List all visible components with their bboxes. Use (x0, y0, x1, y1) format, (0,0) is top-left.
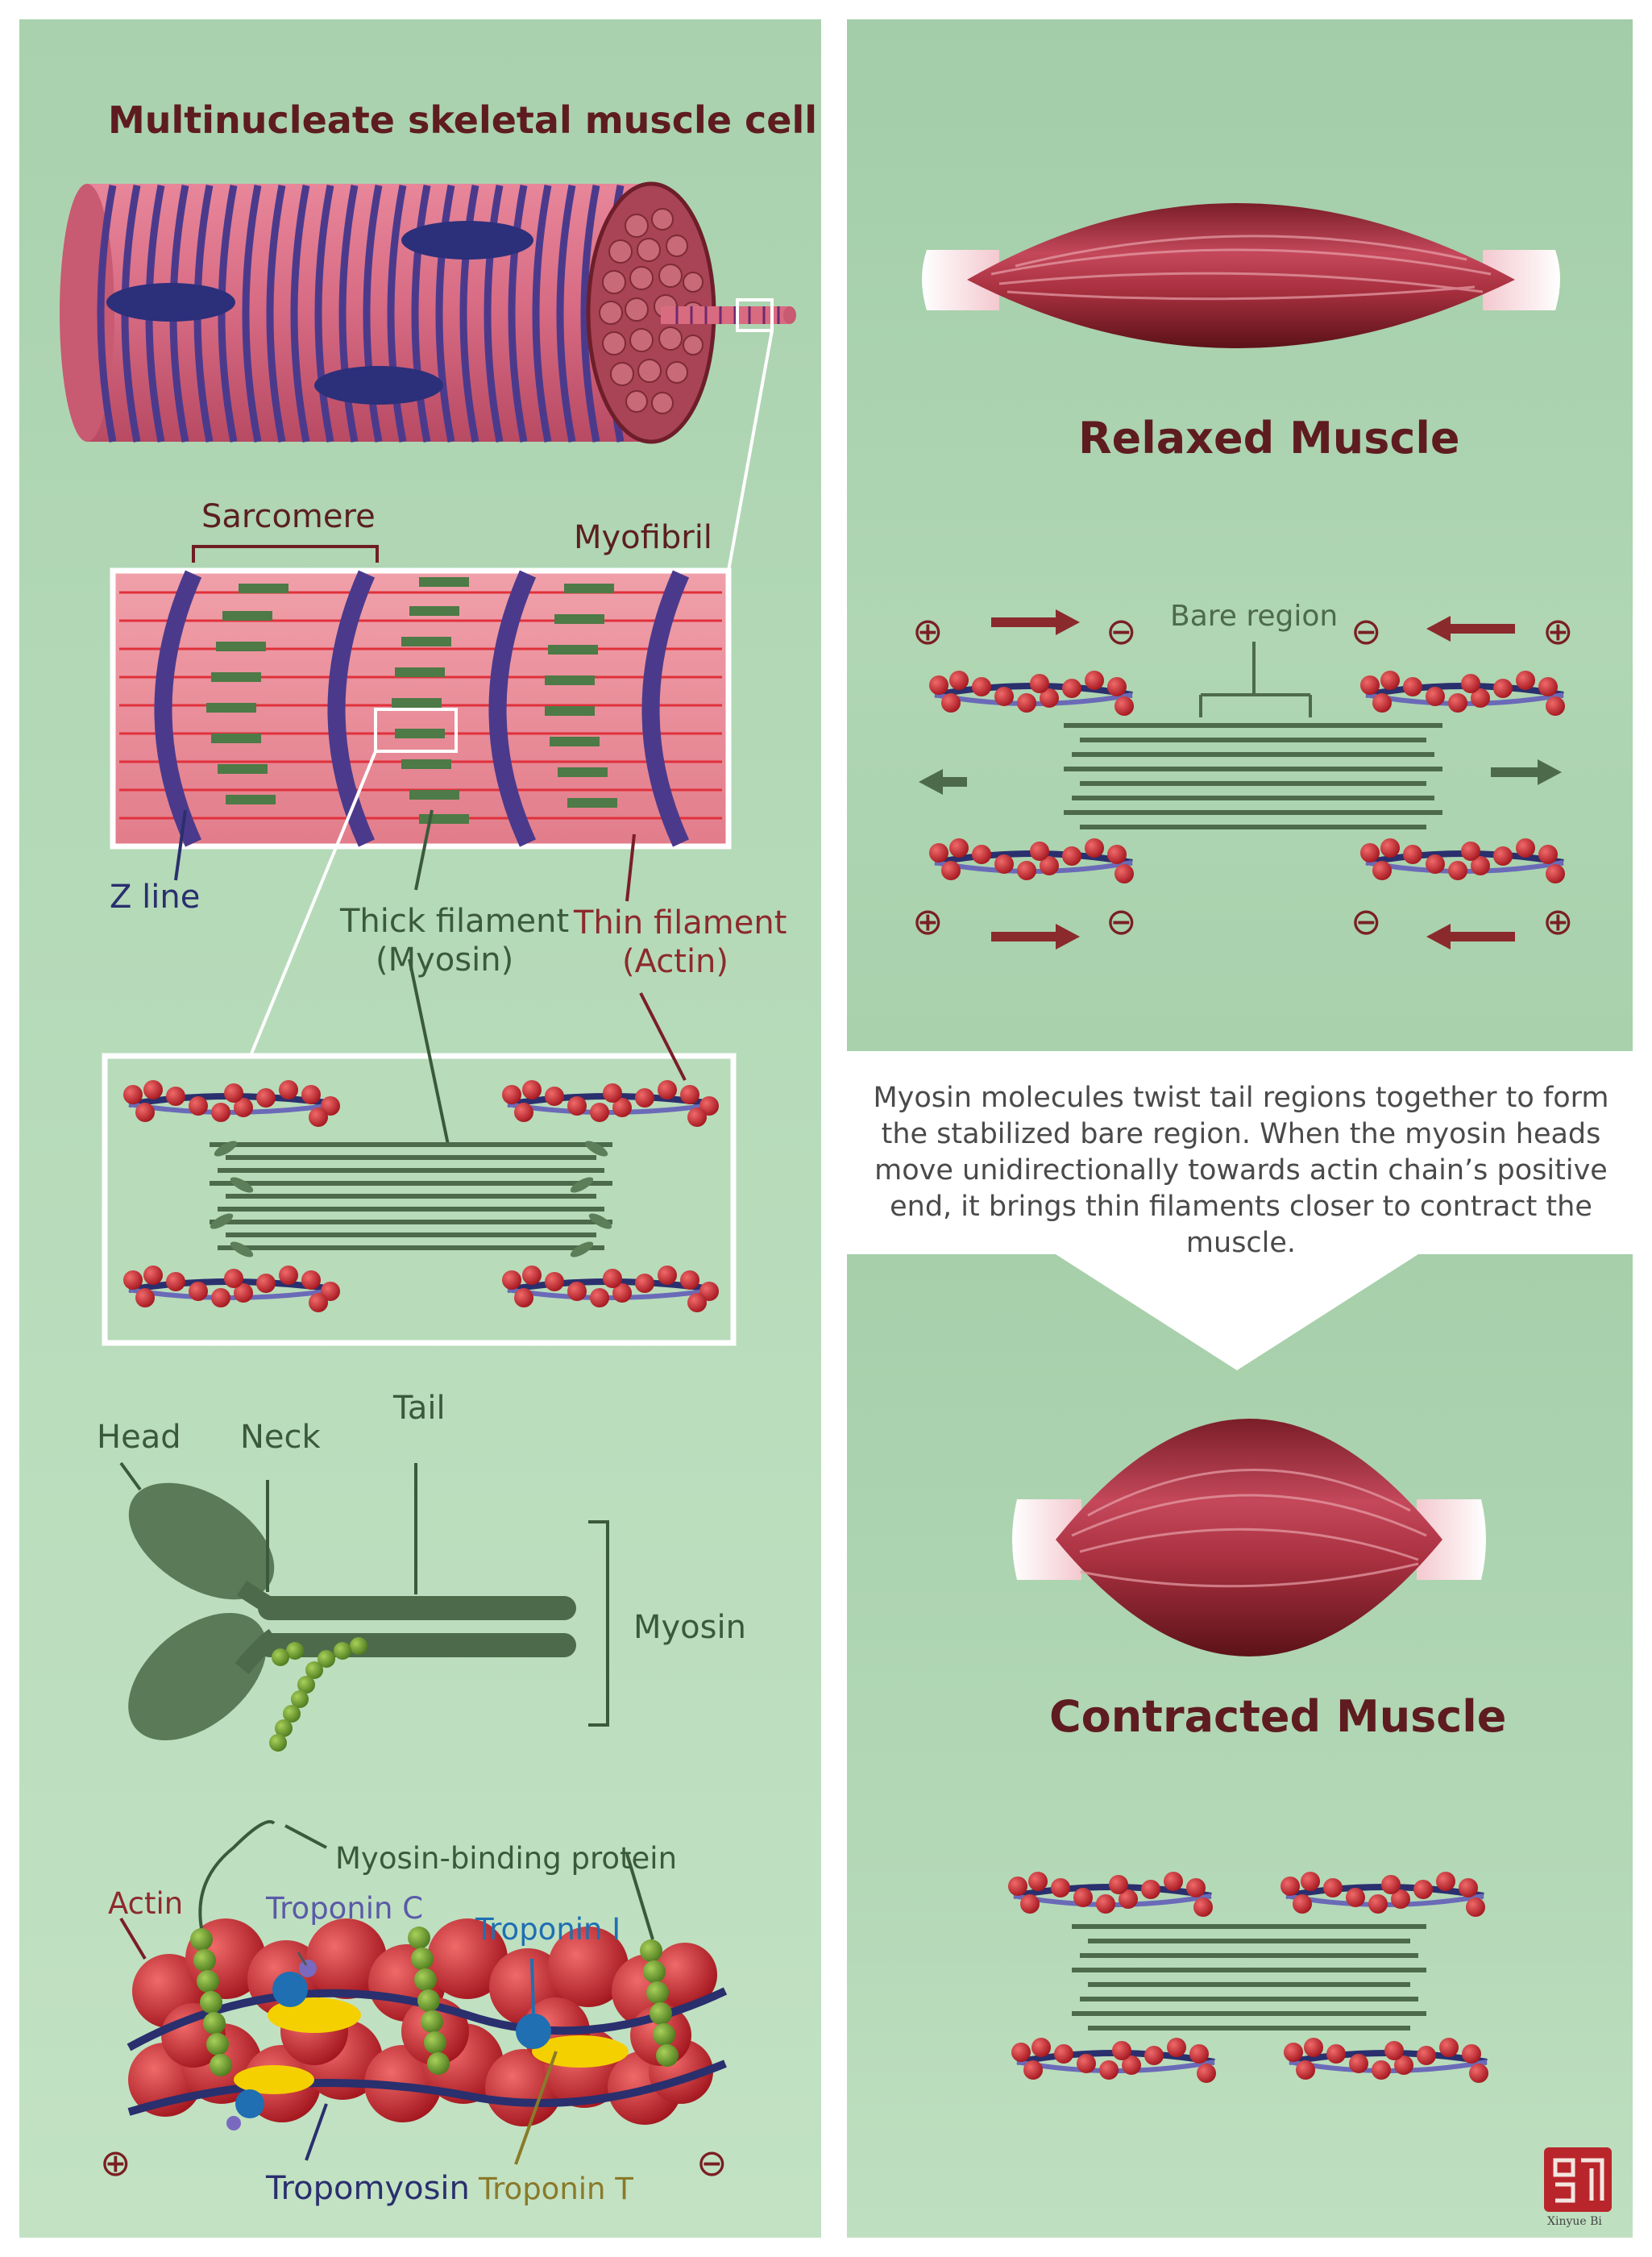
nucleus (314, 366, 443, 405)
plus-end-icon: ⊕ (912, 609, 944, 653)
cell-title: Multinucleate skeletal muscle cell (108, 98, 818, 142)
relaxed-arrows (919, 609, 1562, 950)
pointer-notch (1056, 1254, 1418, 1370)
myosin-molecule-illustration (119, 1461, 609, 1752)
thin-filament-label: Thin filament (574, 904, 787, 941)
myosin-head-upper (128, 1482, 275, 1600)
myofibril-label: Myofibril (574, 519, 712, 556)
thin-filament-sub-label: (Actin) (622, 943, 729, 980)
thick-filament-label: Thick filament (340, 903, 570, 940)
plus-end-icon: ⊕ (1542, 609, 1574, 653)
zoom-myosin-heads (210, 1141, 612, 1257)
plus-end-icon: ⊕ (100, 2141, 131, 2184)
cross-section-myofibrils (599, 208, 704, 414)
troponin-i-label: Troponin I (475, 1912, 621, 1947)
neck-label: Neck (240, 1419, 321, 1456)
myofibril-illustration (110, 545, 732, 1058)
thick-filament-sub-label: (Myosin) (376, 941, 514, 979)
thick-filament-bars (206, 577, 617, 824)
signature-text: Xinyue Bi (1547, 2215, 1602, 2228)
zoom-box-myofibril (374, 708, 458, 753)
tropomyosin-strand (127, 1987, 728, 2051)
zoom-actin-filaments (123, 1080, 719, 1312)
minus-end-icon: ⊖ (1351, 900, 1382, 943)
thin-filament-detail-illustration (119, 1820, 728, 2165)
bare-region-bracket (1199, 642, 1312, 717)
tail-label: Tail (393, 1390, 446, 1427)
nucleus (106, 283, 235, 322)
contracted-sarcomere-illustration (1008, 1872, 1488, 2083)
relaxed-muscle-title: Relaxed Muscle (1078, 413, 1460, 463)
right-top-panel (847, 19, 1633, 1051)
zoom-thick-filaments (210, 1142, 612, 1250)
contracted-actin-filaments (1008, 1872, 1488, 2083)
explanation-text: Myosin molecules twist tail regions toge… (873, 1082, 1609, 1259)
signature-seal-logo (1544, 2147, 1612, 2212)
sarcomere-bracket (192, 545, 379, 563)
cell-striations (97, 185, 625, 443)
minus-end-icon: ⊖ (1106, 900, 1137, 943)
troponin-c-ball (272, 1972, 308, 2007)
tropomyosin-label: Tropomyosin (266, 2170, 470, 2207)
right-bottom-panel (847, 1254, 1633, 2238)
plus-end-icon: ⊕ (1542, 900, 1574, 943)
minus-end-icon: ⊖ (1351, 609, 1382, 653)
nucleus (401, 221, 533, 260)
minus-end-icon: ⊖ (696, 2141, 728, 2184)
zoom-box-cell (736, 298, 774, 332)
contracted-muscle-illustration (1012, 1419, 1486, 1656)
myosin-label: Myosin (633, 1609, 746, 1646)
myosin-head-lower (128, 1612, 267, 1741)
head-label: Head (97, 1419, 181, 1456)
troponin-t-label: Troponin T (479, 2172, 633, 2206)
plus-end-icon: ⊕ (912, 900, 944, 943)
relaxed-thick-filaments (1064, 723, 1442, 829)
minus-end-icon: ⊖ (1106, 609, 1137, 653)
relaxed-sarcomere-illustration (919, 609, 1565, 950)
myosin-light-chain-beads (269, 1637, 367, 1752)
z-line-bands (154, 570, 690, 847)
sarcomere-zoom-illustration (102, 958, 737, 1346)
bare-region-label: Bare region (1170, 600, 1339, 633)
muscle-cell-illustration (60, 181, 796, 572)
troponin-i-ball (516, 2014, 551, 2049)
relaxed-actin-filaments (929, 671, 1565, 883)
myosin-binding-protein-label: Myosin-binding protein (335, 1841, 678, 1876)
myosin-binding-protein-beads (190, 1927, 679, 2076)
troponin-c-label: Troponin C (266, 1891, 424, 1926)
z-line-label: Z line (110, 879, 201, 916)
relaxed-muscle-illustration (922, 203, 1560, 348)
sarcomere-label: Sarcomere (201, 498, 376, 535)
actin-label: Actin (108, 1886, 184, 1921)
contracted-muscle-title: Contracted Muscle (1049, 1691, 1507, 1742)
contracted-thick-filaments (1072, 1924, 1426, 2030)
myosin-bracket (588, 1520, 609, 1727)
